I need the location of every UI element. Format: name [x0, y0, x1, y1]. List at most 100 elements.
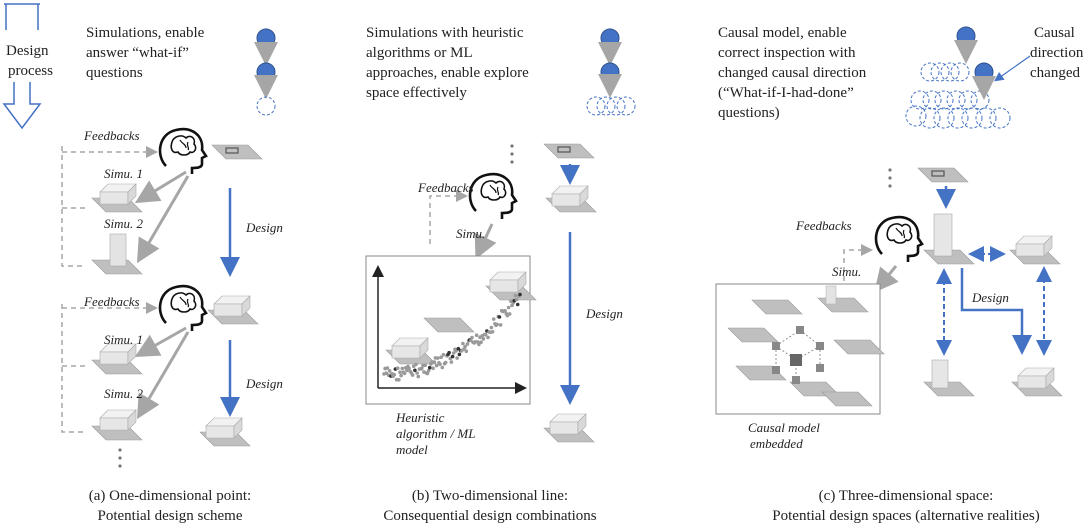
panel-a-note-line-1: Simulations, enable — [86, 25, 205, 41]
panel-b-note-line-3: approaches, enable explore — [366, 65, 529, 81]
panel-c-box-label-1: Causal model — [748, 420, 820, 435]
panel-c-note-line-4: (“What-if-I-had-done” — [718, 85, 854, 101]
panel-a-caption-1: (a) One-dimensional point: — [88, 488, 252, 504]
scatter-point — [495, 322, 499, 327]
design-process-arrow-icon — [5, 4, 39, 30]
scatter-point — [507, 312, 512, 316]
scatter-point — [454, 349, 458, 353]
scatter-point — [440, 365, 445, 370]
scatter-point — [479, 340, 483, 345]
panel-b-note-line-2: algorithms or ML — [366, 45, 473, 61]
panel-c-note-line-5: questions) — [718, 105, 780, 121]
scatter-point — [503, 309, 507, 313]
scatter-point — [450, 354, 455, 359]
panel-b-note-line-1: Simulations with heuristic — [366, 25, 524, 41]
panel-a-design-2: Design — [246, 376, 283, 391]
panel-c-note-line-3: changed causal direction — [718, 65, 867, 81]
scatter-point — [419, 366, 424, 371]
scatter-point — [515, 302, 520, 307]
panel-a-simu1-1: Simu. 1 — [104, 166, 143, 181]
scatter-point — [441, 352, 446, 357]
scatter-point — [457, 352, 462, 357]
scatter-point — [483, 332, 488, 337]
scatter-point — [425, 371, 430, 376]
scatter-point — [455, 356, 459, 360]
panel-b-box-label-2: algorithm / ML — [396, 426, 476, 441]
panel-b-design: Design — [586, 306, 623, 321]
scatter-point — [465, 342, 470, 346]
panel-c-box-label-2: embedded — [750, 436, 803, 451]
panel-a-note-line-2: answer “what-if” — [86, 45, 189, 61]
panel-b-caption-1: (b) Two-dimensional line: — [411, 488, 569, 504]
scatter-point — [385, 366, 390, 370]
panel-a-design-1: Design — [246, 220, 283, 235]
scatter-point — [398, 370, 402, 375]
scatter-point — [395, 366, 400, 371]
scatter-point — [416, 374, 421, 379]
scatter-point — [399, 373, 403, 378]
scatter-point — [397, 378, 401, 382]
scatter-point — [461, 341, 465, 346]
causal-direction-note-3: changed — [1030, 65, 1080, 81]
panel-c-caption-2: Potential design spaces (alternative rea… — [772, 508, 1040, 524]
scatter-point — [407, 366, 411, 371]
scatter-point — [464, 349, 469, 354]
scatter-point — [506, 305, 511, 310]
scatter-point — [432, 360, 437, 364]
scatter-point — [514, 297, 519, 302]
scatter-point — [392, 372, 397, 377]
panel-c-note-line-2: correct inspection with — [718, 45, 856, 61]
scatter-point — [431, 366, 435, 371]
panel-b-feedbacks: Feedbacks — [418, 180, 474, 195]
panel-a-note-line-3: questions — [86, 65, 143, 81]
scatter-point — [498, 323, 503, 327]
panel-a-feedbacks-1: Feedbacks — [84, 128, 140, 143]
panel-c-feedbacks: Feedbacks — [796, 218, 852, 233]
scatter-point — [414, 362, 418, 367]
scatter-point — [387, 369, 392, 373]
panel-b-simu: Simu. — [456, 226, 486, 241]
panel-a-simu2-2: Simu. 2 — [104, 386, 143, 401]
panel-a-caption-2: Potential design scheme — [97, 508, 243, 524]
panel-c-design: Design — [972, 290, 1009, 305]
scatter-point — [449, 360, 454, 364]
panel-b-note-line-4: space effectively — [366, 85, 467, 101]
causal-direction-note-1: Causal — [1034, 25, 1075, 41]
scatter-point — [415, 371, 419, 375]
scatter-point — [513, 293, 518, 298]
panel-b-caption-2: Consequential design combinations — [383, 508, 597, 524]
scatter-point — [447, 350, 451, 355]
panel-a-simu2-1: Simu. 2 — [104, 216, 143, 231]
panel-a-simu1-2: Simu. 1 — [104, 332, 143, 347]
scatter-point — [489, 325, 494, 330]
panel-c-caption-1: (c) Three-dimensional space: — [818, 488, 994, 504]
scatter-point — [427, 365, 432, 370]
scatter-point — [413, 368, 417, 373]
scatter-point — [410, 373, 415, 377]
panel-b-box-label-3: model — [396, 442, 428, 457]
panel-c-note-line-1: Causal model, enable — [718, 25, 847, 41]
scatter-point — [423, 363, 427, 368]
scatter-point — [481, 337, 486, 341]
panel-b-box-label-1: Heuristic — [396, 410, 445, 425]
design-process-label-1: Design — [6, 43, 49, 59]
scatter-points — [382, 292, 522, 382]
scatter-point — [402, 371, 407, 376]
scatter-point — [426, 369, 431, 373]
scatter-point — [486, 335, 490, 340]
design-process-label-2: process — [8, 63, 53, 79]
scatter-point — [470, 335, 474, 340]
scatter-point — [474, 333, 479, 338]
scatter-point — [435, 356, 440, 360]
scatter-point — [477, 342, 481, 347]
scatter-point — [463, 344, 467, 349]
scatter-point — [497, 315, 502, 319]
panel-c-simu: Simu. — [832, 264, 862, 279]
scatter-point — [400, 366, 405, 371]
scatter-point — [491, 317, 496, 321]
scatter-point — [443, 360, 448, 365]
scatter-point — [434, 363, 439, 368]
scatter-point — [438, 362, 442, 367]
scatter-point — [518, 292, 522, 297]
